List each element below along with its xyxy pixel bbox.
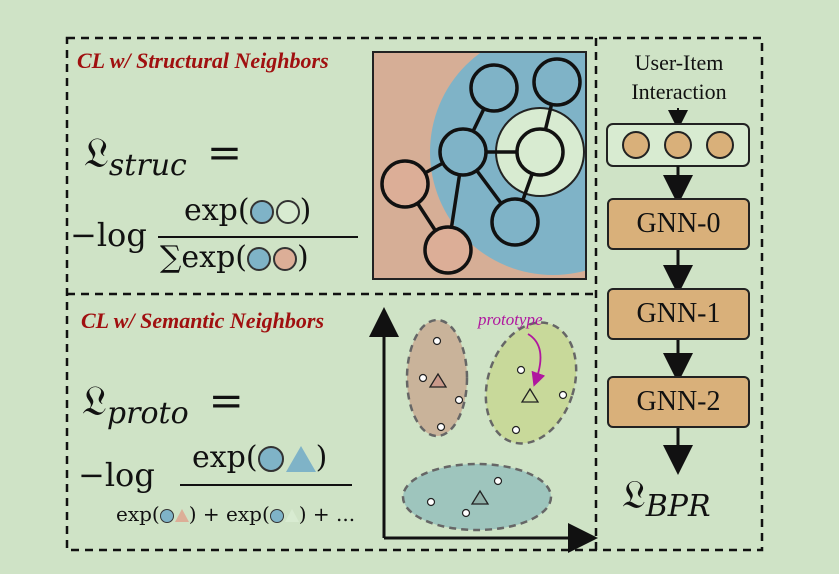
loss-symbol: 𝔏	[84, 128, 109, 177]
embedding-dot	[706, 131, 734, 159]
gnn-layer-0: GNN-0	[607, 198, 750, 250]
prototype-triangle	[428, 372, 448, 388]
structural-panel-title: CL w/ Structural Neighbors	[77, 48, 329, 73]
semantic-scatter-illustration	[369, 307, 598, 553]
item-node	[438, 127, 488, 177]
item-node-icon	[247, 247, 272, 271]
negative-prototype-icon	[174, 509, 189, 522]
prototype-pointer-arrow	[527, 333, 546, 387]
proto-loss-lhs: 𝔏proto =	[82, 376, 244, 431]
loss-subscript: proto	[106, 396, 189, 431]
anchor-node	[515, 127, 565, 177]
loss-symbol: 𝔏	[622, 472, 646, 518]
user-node-icon	[273, 247, 298, 271]
struc-denominator: ∑exp()	[160, 240, 309, 275]
item-node	[532, 57, 582, 107]
user-node	[380, 159, 430, 209]
bpr-loss: 𝔏BPR	[622, 472, 711, 524]
struc-numerator: exp()	[184, 193, 312, 228]
item-node	[490, 197, 540, 247]
equals-sign: =	[206, 128, 243, 177]
input-label-line2: Interaction	[631, 79, 727, 104]
prototype-label: prototype	[478, 310, 543, 329]
prototype-triangle	[520, 387, 540, 403]
proto-neg-log: −log	[78, 456, 155, 494]
loss-subscript: struc	[108, 148, 187, 183]
struc-loss-lhs: 𝔏struc =	[84, 128, 243, 183]
semantic-panel-title: CL w/ Semantic Neighbors	[81, 308, 325, 333]
pipeline-graphics	[606, 108, 750, 475]
gnn-layer-2: GNN-2	[607, 376, 750, 428]
gnn-layer-1: GNN-1	[607, 288, 750, 340]
struc-neg-log: −log	[70, 216, 147, 254]
prototype-triangle	[470, 489, 490, 505]
embedding-dot	[622, 131, 650, 159]
embedding-dot	[664, 131, 692, 159]
item-node-icon	[257, 446, 284, 472]
proto-fraction-bar	[180, 484, 352, 486]
proto-denominator: exp() + exp() + ...	[116, 502, 356, 526]
sample-points	[418, 336, 568, 518]
item-node-icon	[249, 200, 274, 224]
item-node-icon	[269, 508, 284, 523]
negative-prototype-icon	[284, 509, 299, 522]
prototype-icon	[285, 446, 316, 472]
user-node	[423, 225, 473, 275]
item-node	[469, 63, 519, 113]
loss-subscript: BPR	[645, 489, 711, 524]
cluster-green	[484, 321, 578, 445]
item-node-icon	[159, 508, 174, 523]
anchor-node-icon	[275, 200, 300, 224]
input-label-line1: User-Item	[634, 50, 724, 75]
proto-numerator: exp()	[192, 440, 328, 475]
loss-symbol: 𝔏	[82, 376, 107, 425]
struc-fraction-bar	[158, 236, 358, 238]
structural-graph-illustration	[372, 51, 587, 280]
equals-sign: =	[208, 376, 244, 425]
